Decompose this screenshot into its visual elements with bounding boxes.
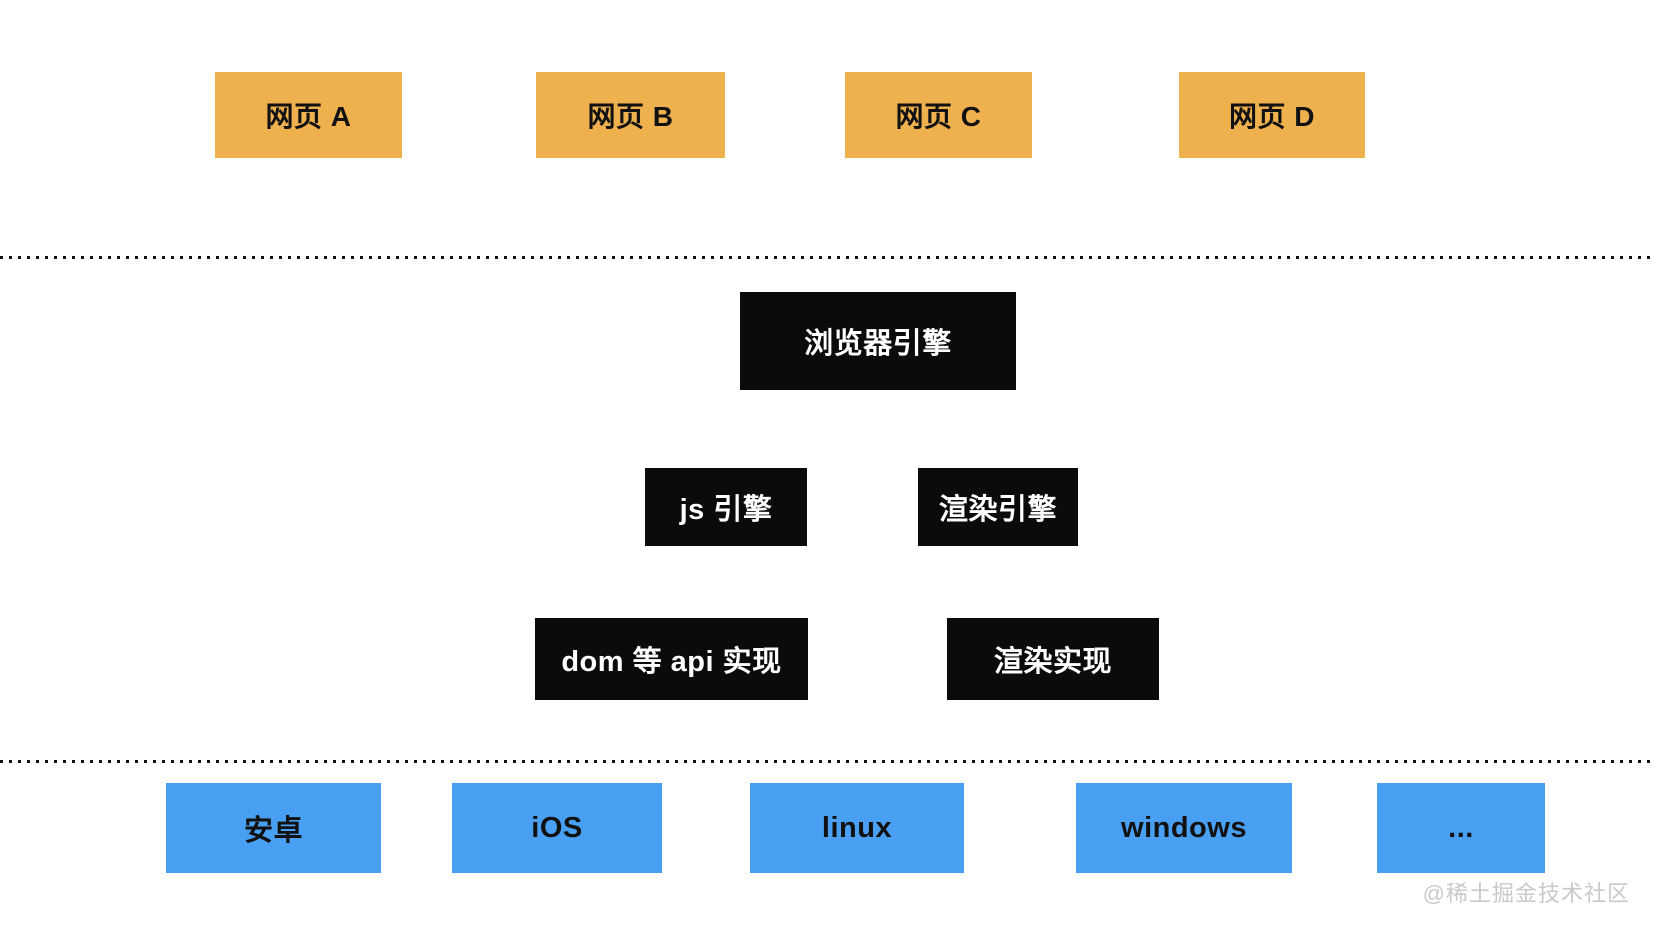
platform-android-box: 安卓: [166, 783, 381, 873]
render-engine-box: 渲染引擎: [918, 468, 1078, 546]
render-engine-label: 渲染引擎: [938, 494, 1057, 526]
platform-others-box: ...: [1377, 783, 1545, 873]
platform-ios-label: iOS: [531, 811, 583, 844]
webpage-a-label: 网页 A: [265, 101, 352, 132]
js-engine-box: js 引擎: [645, 468, 807, 546]
dom-api-implementation-box: dom 等 api 实现: [535, 618, 808, 700]
webpage-b-box: 网页 B: [536, 72, 725, 158]
dom-api-implementation-label: dom 等 api 实现: [561, 646, 782, 678]
browser-engine-box: 浏览器引擎: [740, 292, 1016, 390]
webpage-b-label: 网页 B: [587, 101, 674, 132]
webpage-c-label: 网页 C: [895, 101, 982, 132]
render-implementation-label: 渲染实现: [993, 646, 1112, 678]
js-engine-label: js 引擎: [679, 494, 773, 526]
webpage-d-box: 网页 D: [1179, 72, 1365, 158]
platform-windows-label: windows: [1121, 811, 1247, 844]
webpage-d-label: 网页 D: [1228, 101, 1315, 132]
platform-linux-label: linux: [821, 811, 893, 844]
webpage-a-box: 网页 A: [215, 72, 402, 158]
separator-dotted-line-bottom: [0, 760, 1656, 763]
webpage-c-box: 网页 C: [845, 72, 1032, 158]
browser-engine-label: 浏览器引擎: [804, 328, 952, 360]
platform-android-label: 安卓: [243, 815, 303, 847]
platform-ios-box: iOS: [452, 783, 662, 873]
platform-others-label: ...: [1448, 811, 1474, 844]
platform-linux-box: linux: [750, 783, 964, 873]
platform-windows-box: windows: [1076, 783, 1292, 873]
render-implementation-box: 渲染实现: [947, 618, 1159, 700]
watermark-text: @稀土掘金技术社区: [1422, 881, 1630, 906]
separator-dotted-line-top: [0, 256, 1656, 259]
